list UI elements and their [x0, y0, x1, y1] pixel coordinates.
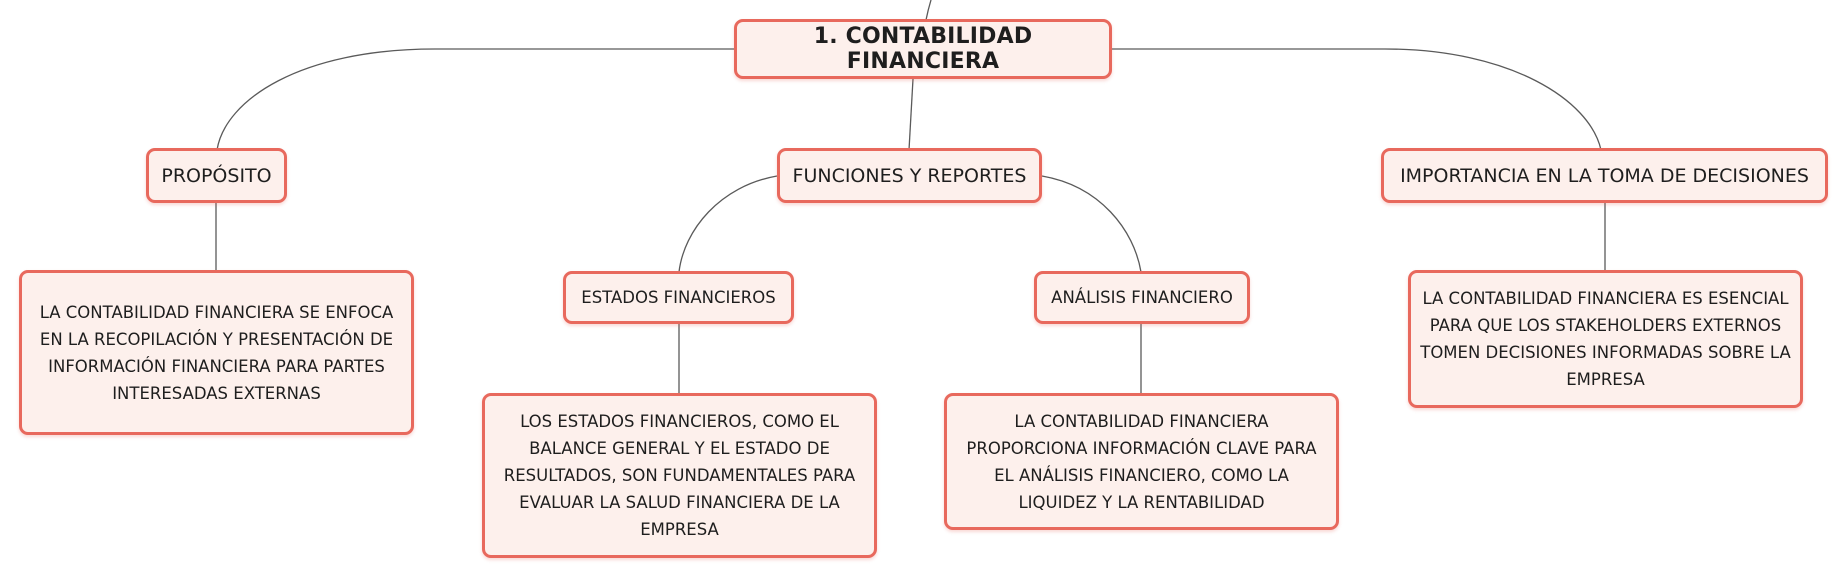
subtopic-estados-node[interactable]: ESTADOS FINANCIEROS: [563, 271, 794, 324]
proposito-desc-text: LA CONTABILIDAD FINANCIERA SE ENFOCA EN …: [39, 302, 394, 403]
connector-root-proposito: [216, 48, 734, 151]
connector-root-funciones: [908, 78, 914, 151]
topic-importancia-node[interactable]: IMPORTANCIA EN LA TOMA DE DECISIONES: [1381, 148, 1828, 203]
subtopic-analisis-node[interactable]: ANÁLISIS FINANCIERO: [1034, 271, 1250, 324]
subtopic-analisis-label: ANÁLISIS FINANCIERO: [1051, 288, 1233, 307]
importancia-desc-node[interactable]: LA CONTABILIDAD FINANCIERA ES ESENCIAL P…: [1408, 270, 1803, 408]
proposito-desc-node[interactable]: LA CONTABILIDAD FINANCIERA SE ENFOCA EN …: [19, 270, 414, 435]
topic-importancia-label: IMPORTANCIA EN LA TOMA DE DECISIONES: [1400, 164, 1809, 187]
subtopic-estados-label: ESTADOS FINANCIEROS: [581, 288, 776, 307]
topic-proposito-label: PROPÓSITO: [161, 164, 272, 187]
topic-funciones-node[interactable]: FUNCIONES Y REPORTES: [777, 148, 1042, 203]
importancia-desc-text: LA CONTABILIDAD FINANCIERA ES ESENCIAL P…: [1420, 289, 1791, 389]
root-topic-node[interactable]: 1. CONTABILIDAD FINANCIERA: [734, 19, 1112, 79]
connector-root-importancia: [1112, 48, 1602, 151]
analisis-desc-node[interactable]: LA CONTABILIDAD FINANCIERA PROPORCIONA I…: [944, 393, 1339, 530]
topic-proposito-node[interactable]: PROPÓSITO: [146, 148, 287, 203]
estados-desc-text: LOS ESTADOS FINANCIEROS, COMO EL BALANCE…: [503, 412, 856, 539]
topic-funciones-label: FUNCIONES Y REPORTES: [792, 164, 1027, 187]
connector-parent-root: [925, 0, 932, 21]
analisis-desc-text: LA CONTABILIDAD FINANCIERA PROPORCIONA I…: [966, 411, 1317, 512]
connector-funciones-analisis: [1041, 175, 1142, 273]
estados-desc-node[interactable]: LOS ESTADOS FINANCIEROS, COMO EL BALANCE…: [482, 393, 877, 558]
connector-funciones-estados: [678, 175, 778, 273]
root-topic-label: 1. CONTABILIDAD FINANCIERA: [813, 24, 1033, 74]
